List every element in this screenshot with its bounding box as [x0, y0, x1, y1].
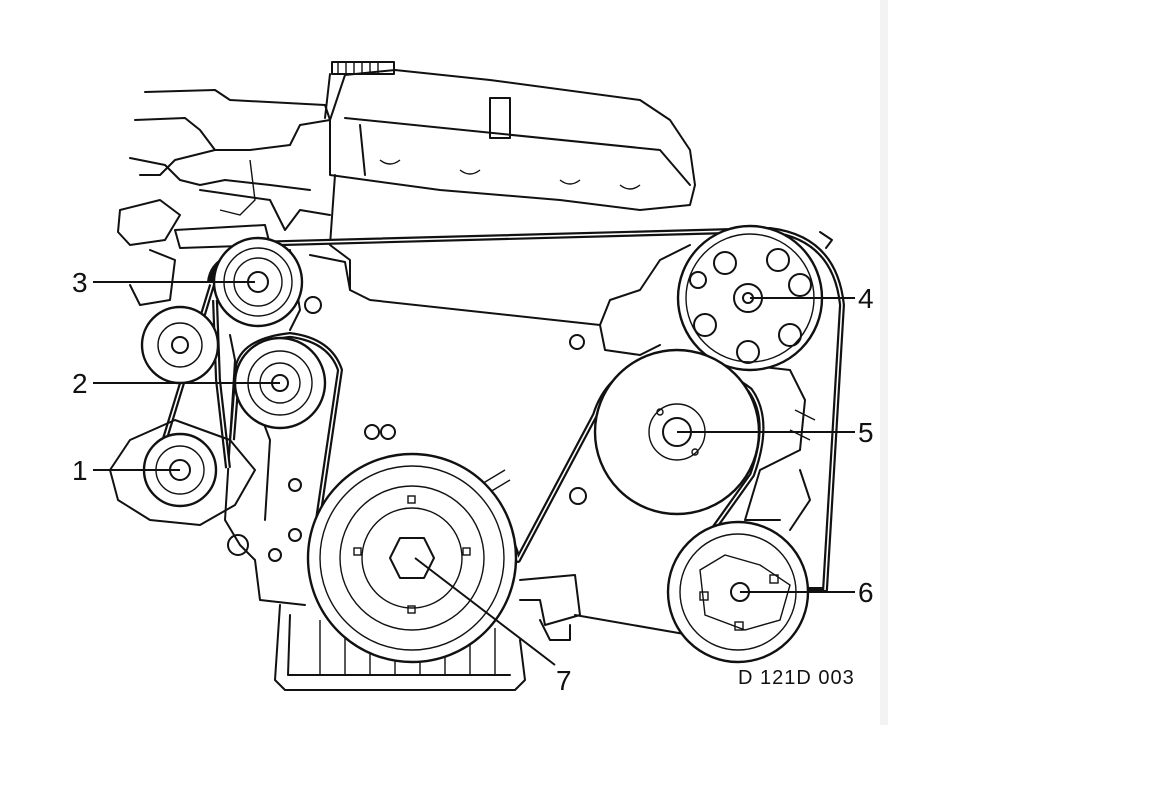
callout-7: 7 [556, 665, 572, 696]
callout-2: 2 [72, 368, 88, 399]
pulley-7 [306, 452, 518, 664]
callout-6: 6 [858, 577, 874, 608]
right-gutter-strip [880, 0, 888, 725]
callout-leaders [93, 281, 855, 666]
pulley-6 [666, 520, 810, 664]
engine-block [117, 61, 833, 691]
diagram-svg: 3 2 1 4 5 6 7 D 121D 003 [72, 61, 874, 696]
callout-3: 3 [72, 267, 88, 298]
reference-code: D 121D 003 [738, 667, 855, 689]
callout-5: 5 [858, 417, 874, 448]
callout-4: 4 [858, 283, 874, 314]
callout-1: 1 [72, 455, 88, 486]
idler-pulley-small [140, 305, 220, 385]
